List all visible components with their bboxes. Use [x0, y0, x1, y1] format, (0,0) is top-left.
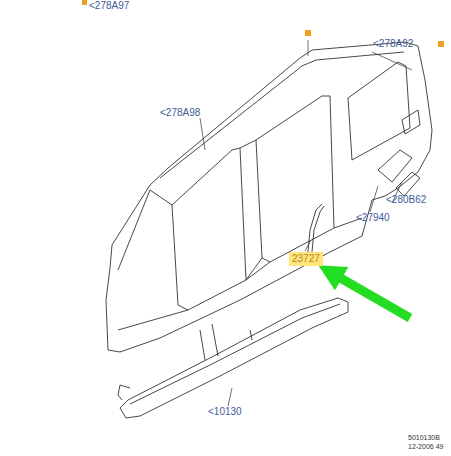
part-number: <278A92 [373, 38, 413, 50]
date-code: 12-2006 49 [408, 443, 443, 451]
side-panel [106, 42, 432, 418]
pointer-arrow [330, 272, 410, 318]
highlighted-part-number: 23727 [289, 252, 323, 266]
marker-square [82, 0, 87, 5]
part-number: <10130 [208, 406, 242, 418]
part-number: <280B62 [386, 194, 426, 206]
diagram-code: 5010130B [408, 434, 440, 442]
marker-square [305, 30, 311, 36]
part-number: <27940 [356, 212, 390, 224]
leader-lines [200, 40, 412, 406]
marker-square [438, 41, 444, 47]
part-number: <278A97 [89, 0, 129, 12]
part-number: <278A98 [160, 107, 200, 119]
